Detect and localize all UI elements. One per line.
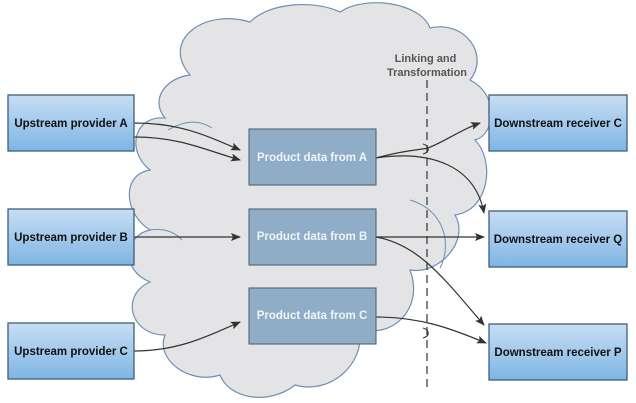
product-b-box: Product data from B [248, 208, 377, 266]
provider-b-label: Upstream provider B [14, 232, 128, 244]
provider-b-node: Upstream provider B [7, 208, 135, 266]
crossing-marks [422, 143, 429, 339]
arrow-product-b-to-receiver-p [375, 236, 485, 326]
receiver-p-label: Downstream receiver P [494, 347, 622, 359]
product-a-label: Product data from A [257, 152, 367, 164]
product-b-label: Product data from B [257, 231, 368, 243]
receiver-q-node: Downstream receiver Q [488, 210, 628, 268]
product-c-box: Product data from C [248, 287, 377, 345]
cloud-shape [128, 2, 492, 398]
provider-c-label: Upstream provider C [14, 346, 128, 358]
arrow-c-to-product-c [133, 321, 241, 352]
receiver-c-label: Downstream receiver C [494, 118, 622, 130]
arrow-product-a-to-receiver-q [375, 155, 487, 214]
receiver-q-label: Downstream receiver Q [494, 234, 623, 246]
arrow-a-to-product-a-2 [133, 136, 241, 162]
provider-a-label: Upstream provider A [14, 118, 127, 130]
arrow-product-c-to-receiver-p [375, 316, 487, 344]
linking-label: Linking and Transformation [387, 53, 467, 79]
arrow-a-to-product-a-1 [133, 122, 241, 151]
receiver-c-node: Downstream receiver C [488, 94, 628, 152]
receiver-p-node: Downstream receiver P [488, 323, 628, 381]
product-a-box: Product data from A [248, 128, 377, 186]
product-c-label: Product data from C [257, 310, 368, 322]
provider-c-node: Upstream provider C [7, 322, 135, 380]
provider-a-node: Upstream provider A [7, 94, 135, 152]
